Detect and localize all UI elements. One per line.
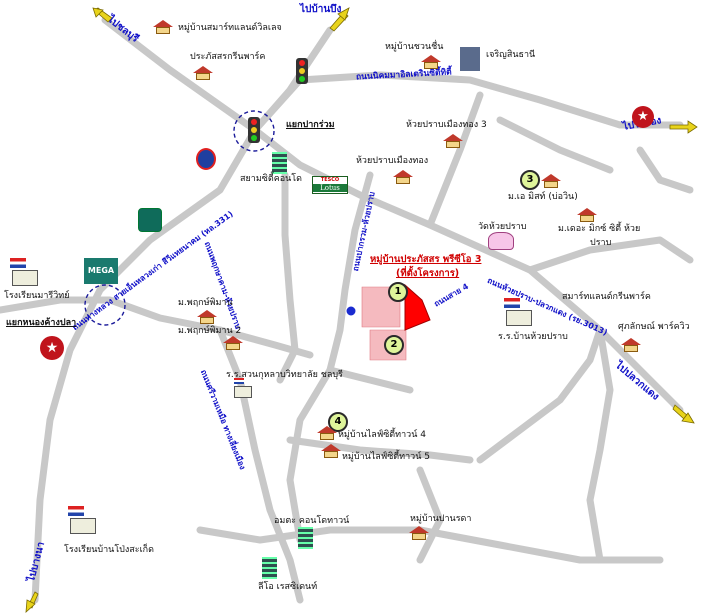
label-huai-prap-3: ห้วยปราบเมืองทอง 3 [406, 120, 487, 130]
marker-3: 3 [520, 170, 540, 190]
label-charoen-sin: เจริญสินธานี [486, 50, 536, 60]
label-m-pruek: ม.พฤกษ์พิมาน [178, 298, 233, 308]
label-smart-land-green-park: สมาร์ทแลนด์กรีนพาร์ค [562, 292, 651, 302]
house-icon [420, 55, 442, 69]
caltex-logo: ★ [40, 336, 64, 360]
house-icon [152, 20, 174, 34]
bangchak-logo [138, 208, 162, 232]
label-project-sub: (ที่ตั้งโครงการ) [396, 268, 460, 279]
temple-icon [488, 232, 514, 250]
condo-building-icon [298, 527, 313, 549]
label-lai-city-5: หมู่บ้านไลฟ์ซิตี้ทาวน์ 5 [342, 452, 430, 462]
house-icon [316, 426, 338, 440]
caltex-logo: ★ [632, 106, 654, 128]
label-rr-ban-huai-prap: ร.ร.บ้านห้วยปราบ [498, 332, 568, 342]
marker-2: 2 [384, 335, 404, 355]
house-icon [196, 310, 218, 324]
label-huai-prap-muangthong: ห้วยปราบเมืองทอง [356, 156, 429, 166]
label-suklak-park: ศุภลักษณ์ พาร์ควิว [618, 322, 690, 332]
house-icon [192, 66, 214, 80]
pin-icon [345, 305, 357, 317]
label-m-the-mix-2: ปราบ [590, 238, 612, 248]
label-yaek-nong-kang-pla: แยกหนองค้างปลา [6, 318, 77, 328]
traffic-light-icon [248, 117, 260, 143]
label-m-pruek-2: ม.พฤกษ์พิมาน 2 [178, 326, 242, 336]
label-yaek-pak-ruam: แยกปากร่วม [286, 120, 335, 130]
house-icon [620, 338, 642, 352]
label-siam-city-condo: สยามซิตี้คอนโด [240, 174, 302, 184]
mega-home-logo: MEGA [84, 258, 118, 284]
label-rongrian-ban-plong: โรงเรียนบ้านโป่งสะเก็ด [64, 545, 154, 555]
nong-kang-pla-circle [84, 284, 126, 326]
direction-arrows [25, 7, 698, 613]
dir-ban-bueng: ไปบ้านบึง [300, 4, 342, 15]
house-icon [392, 170, 414, 184]
house-icon [540, 174, 562, 188]
condo-building-icon [272, 152, 287, 174]
label-smart-land-village: หมู่บ้านสมาร์ทแลนด์วิลเลจ [178, 23, 282, 33]
label-m-the-mix: ม.เดอะ มิกซ์ ซิตี้ ห้วย [558, 224, 641, 234]
label-lio-residence: ลีโอ เรสซิเดนท์ [258, 582, 318, 592]
school-icon [8, 258, 38, 288]
pak-ruam-circle [233, 110, 275, 152]
marker-1: 1 [388, 282, 408, 302]
school-icon [66, 506, 96, 536]
house-icon [576, 208, 598, 222]
label-amata-condotown: อมตะ คอนโดทาวน์ [274, 516, 350, 526]
tesco-lotus-logo: TESCO Lotus [312, 176, 348, 194]
ptt-logo [196, 148, 216, 170]
label-wat-huai-prap: วัดห้วยปราบ [478, 222, 527, 232]
condo-building-icon [460, 47, 480, 71]
condo-building-icon [262, 557, 277, 579]
traffic-light-icon [296, 58, 308, 84]
label-lai-city-4: หมู่บ้านไลฟ์ซิตี้ทาวน์ 4 [338, 430, 426, 440]
label-project: หมู่บ้านประภัสสร พรีซีโอ 3 [370, 254, 482, 265]
house-icon [442, 134, 464, 148]
label-ma-mitr: ม.เอ มิสท์ (บ่อวิน) [508, 192, 578, 202]
label-prasopsorn: ประภัสสรกรีนพาร์ค [190, 52, 266, 62]
school-icon [232, 378, 252, 398]
school-icon [502, 298, 532, 328]
house-icon [320, 444, 342, 458]
label-ban-pana-rod: หมู่บ้านปานรดา [410, 514, 472, 524]
label-rr-suan-kulap: ร.ร.สวนกุหลาบวิทยาลัย ชลบุรี [226, 370, 343, 380]
label-rongrian-marivit: โรงเรียนมารีวิทย์ [4, 291, 70, 301]
label-chuan-chuen: หมู่บ้านชวนชื่น [385, 42, 444, 52]
house-icon [408, 526, 430, 540]
house-icon [222, 336, 244, 350]
